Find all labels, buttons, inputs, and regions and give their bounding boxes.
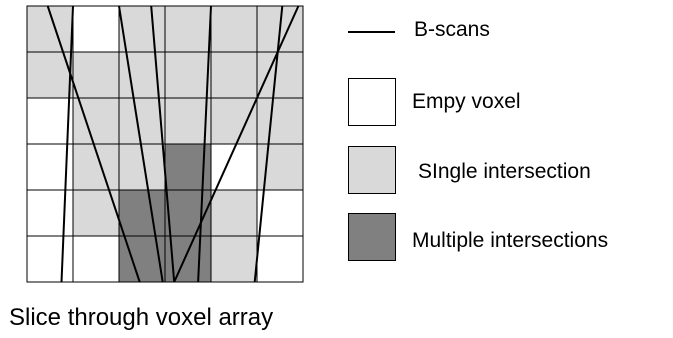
voxel-cell-single xyxy=(210,5,258,53)
legend-swatch-empty xyxy=(348,78,396,126)
voxel-cell-single xyxy=(210,189,258,237)
voxel-cell-single xyxy=(256,97,304,145)
voxel-cell-single xyxy=(164,51,212,99)
voxel-cell-empty xyxy=(72,5,120,53)
voxel-cell-single xyxy=(210,97,258,145)
voxel-cell-empty xyxy=(26,97,74,145)
voxel-cell-single xyxy=(210,51,258,99)
bscan-lines xyxy=(46,5,300,283)
bscan-line-2 xyxy=(60,5,74,283)
bscan-line-3 xyxy=(118,5,164,283)
legend-label-bscans: B-scans xyxy=(414,18,490,41)
voxel-cell-single xyxy=(164,5,212,53)
voxel-cell-single xyxy=(256,51,304,99)
voxel-grid xyxy=(26,5,304,283)
voxel-cell-single xyxy=(72,51,120,99)
legend-swatch-single xyxy=(348,146,396,194)
bscan-line-7 xyxy=(173,5,300,283)
voxel-cell-empty xyxy=(256,235,304,283)
voxel-cell-empty xyxy=(26,235,74,283)
legend-bscan-line-swatch xyxy=(348,31,395,33)
legend-swatch-multiple xyxy=(348,213,396,261)
legend-label-single: SIngle intersection xyxy=(418,160,591,183)
legend-label-multiple: Multiple intersections xyxy=(412,229,609,252)
bscan-line-1 xyxy=(46,5,141,283)
voxel-slice-diagram xyxy=(26,5,304,283)
bscan-line-5 xyxy=(197,5,212,283)
voxel-cell-single xyxy=(210,235,258,283)
bscan-line-4 xyxy=(150,5,176,283)
legend-label-empty: Empy voxel xyxy=(412,90,521,113)
voxel-cell-single xyxy=(118,97,166,145)
voxel-cell-multiple xyxy=(118,189,166,237)
voxel-cell-multiple xyxy=(164,189,212,237)
diagram-caption: Slice through voxel array xyxy=(9,304,274,331)
voxel-cell-empty xyxy=(26,189,74,237)
voxel-cell-single xyxy=(118,5,166,53)
voxel-cell-empty xyxy=(72,235,120,283)
